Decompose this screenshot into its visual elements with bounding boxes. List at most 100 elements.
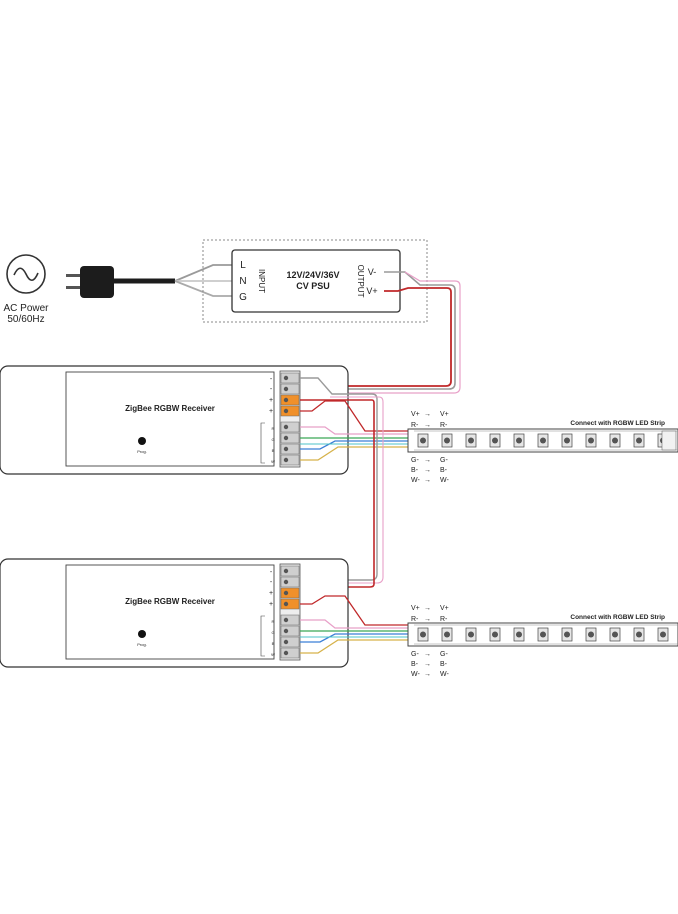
input-wire-l bbox=[174, 264, 236, 282]
receiver-2: ZigBee RGBW Receiver Prog. - - + + R G B… bbox=[0, 558, 349, 668]
s2-label-w-left: W- bbox=[411, 671, 420, 678]
receiver-2-output-bracket bbox=[260, 615, 265, 657]
receiver-1-channel-r: R bbox=[272, 426, 275, 431]
chain-wire-red bbox=[300, 399, 375, 597]
power-plug bbox=[66, 264, 236, 298]
r1-wire-b-blue bbox=[300, 440, 408, 450]
r2-wire-w-yellow bbox=[300, 639, 408, 654]
receiver-1-symbol-4: + bbox=[269, 408, 273, 415]
s2-label-b-right: B- bbox=[440, 661, 448, 668]
strip-2-led-lens bbox=[540, 631, 546, 638]
psu-output-label: OUTPUT bbox=[356, 265, 365, 298]
s1-label-b-right: B- bbox=[440, 467, 448, 474]
led-strip-1-end-pads bbox=[661, 430, 677, 451]
led-strip-2-leds bbox=[417, 627, 669, 642]
receiver-1-channel-b: B bbox=[272, 448, 275, 453]
psu-input-label: INPUT bbox=[257, 269, 266, 293]
s2-arrow-1: → bbox=[424, 605, 431, 612]
psu-terminal-g: G bbox=[239, 292, 247, 303]
chain-wire-gray bbox=[300, 377, 378, 581]
receiver-2-symbol-4: + bbox=[269, 601, 273, 608]
receiver-2-screw-2 bbox=[283, 579, 289, 585]
receiver-1-terminal-output-3 bbox=[280, 443, 300, 455]
receiver-2-screw-4 bbox=[283, 601, 289, 607]
output-wire-pink bbox=[330, 271, 461, 394]
receiver-1-screw-1 bbox=[283, 375, 289, 381]
power-supply-unit: L N G INPUT 12V/24V/36V CV PSU OUTPUT V-… bbox=[202, 239, 428, 323]
receiver-2-output-wires bbox=[300, 595, 408, 654]
strip-1-led-lens bbox=[636, 437, 642, 444]
receiver-1-terminal-input-plus-1 bbox=[280, 394, 300, 406]
strip-1-led-lens bbox=[420, 437, 426, 444]
s2-arrow-5: → bbox=[424, 671, 431, 678]
receiver-1-prog-label: Prog. bbox=[137, 449, 147, 454]
strip-2-led-lens bbox=[636, 631, 642, 638]
led-strip-2-labels: V+ → V+ R- → R- G- → G- B- → B- W- → W- bbox=[411, 605, 449, 678]
strip-1-led-lens bbox=[516, 437, 522, 444]
receiver-2-terminal-output-4 bbox=[280, 647, 300, 659]
receiver-1-symbol-3: + bbox=[269, 397, 273, 404]
daisy-chain-wires bbox=[300, 377, 384, 597]
receiver-2-terminal-output-1 bbox=[280, 614, 300, 626]
s2-label-b-left: B- bbox=[411, 661, 419, 668]
receiver-1: ZigBee RGBW Receiver Prog. - - + + R G B… bbox=[0, 365, 349, 475]
strip-2-led-lens bbox=[588, 631, 594, 638]
s1-arrow-2: → bbox=[424, 422, 431, 429]
strip-2-led-lens bbox=[660, 631, 666, 638]
s2-label-r-right: R- bbox=[440, 616, 448, 623]
s2-label-vplus-left: V+ bbox=[411, 605, 420, 612]
strip-2-led-lens bbox=[444, 631, 450, 638]
strip-1-led-lens bbox=[612, 437, 618, 444]
ac-power-label: AC Power bbox=[3, 303, 49, 314]
led-strip-1-leds bbox=[417, 433, 669, 448]
s2-label-w-right: W- bbox=[440, 671, 449, 678]
strip-1-led-lens bbox=[444, 437, 450, 444]
led-strip-1: Connect with RGBW LED Strip V+ → V+ R- →… bbox=[407, 411, 678, 484]
strip-2-led-lens bbox=[564, 631, 570, 638]
receiver-2-terminal-output-2 bbox=[280, 625, 300, 637]
psu-body bbox=[231, 249, 401, 313]
s2-arrow-3: → bbox=[424, 651, 431, 658]
receiver-1-screw-5 bbox=[283, 424, 289, 430]
strip-1-led-lens bbox=[468, 437, 474, 444]
receiver-2-screw-6 bbox=[283, 628, 289, 634]
receiver-2-channel-r: R bbox=[272, 619, 275, 624]
r2-wire-b-blue bbox=[300, 633, 408, 643]
strip-2-led-lens bbox=[612, 631, 618, 638]
s1-label-r-left: R- bbox=[411, 422, 419, 429]
receiver-2-screw-8 bbox=[283, 650, 289, 656]
receiver-1-terminal-output-4 bbox=[280, 454, 300, 466]
receiver-2-screw-1 bbox=[283, 568, 289, 574]
led-strip-1-title: Connect with RGBW LED Strip bbox=[570, 420, 665, 427]
receiver-1-output-wires bbox=[300, 400, 408, 461]
receiver-2-terminal-input-minus-1 bbox=[280, 565, 300, 577]
receiver-2-symbol-1: - bbox=[270, 569, 273, 576]
output-wire-v-plus-red bbox=[300, 287, 452, 399]
receiver-1-symbol-1: - bbox=[270, 376, 273, 383]
s1-label-g-right: G- bbox=[440, 457, 448, 464]
psu-terminal-n: N bbox=[239, 276, 246, 287]
receiver-2-screw-3 bbox=[283, 590, 289, 596]
receiver-1-channel-w: W bbox=[271, 459, 275, 464]
psu-terminal-v-plus: V+ bbox=[366, 286, 377, 296]
s1-label-w-right: W- bbox=[440, 477, 449, 484]
receiver-1-screw-2 bbox=[283, 386, 289, 392]
strip-2-led-lens bbox=[516, 631, 522, 638]
strip-1-led-lens bbox=[564, 437, 570, 444]
ac-sine-icon bbox=[13, 267, 39, 282]
receiver-1-terminal-input-plus-2 bbox=[280, 405, 300, 417]
receiver-2-screw-5 bbox=[283, 617, 289, 623]
receiver-2-terminal-input-minus-2 bbox=[280, 576, 300, 588]
s2-label-vplus-right: V+ bbox=[440, 605, 449, 612]
s1-arrow-4: → bbox=[424, 467, 431, 474]
r1-wire-v-plus-red bbox=[300, 400, 408, 432]
s1-label-r-right: R- bbox=[440, 422, 448, 429]
receiver-2-symbol-3: + bbox=[269, 590, 273, 597]
receiver-1-screw-7 bbox=[283, 446, 289, 452]
receiver-2-title: ZigBee RGBW Receiver bbox=[125, 597, 215, 606]
plug-prong-bottom bbox=[66, 286, 83, 289]
plug-body bbox=[80, 266, 114, 298]
receiver-1-terminal-input-minus-1 bbox=[280, 372, 300, 384]
s1-arrow-5: → bbox=[424, 477, 431, 484]
receiver-2-symbol-2: - bbox=[270, 579, 273, 586]
